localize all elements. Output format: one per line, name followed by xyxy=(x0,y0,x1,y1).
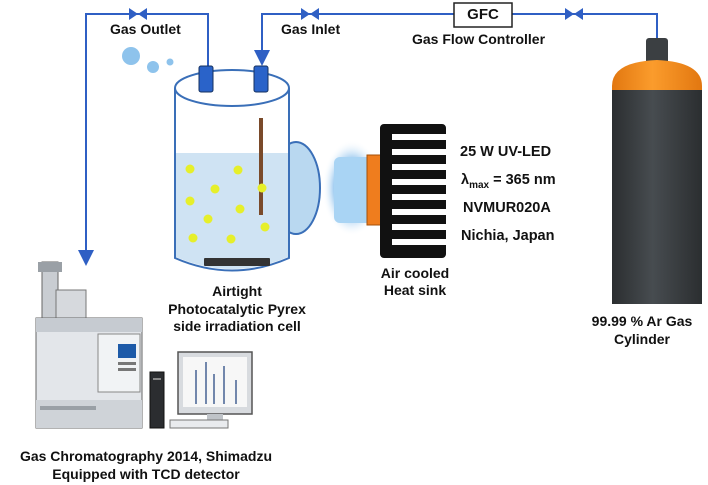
led-model-label: NVMUR020A xyxy=(463,200,551,216)
gas-outlet-port[interactable] xyxy=(198,65,214,93)
bubbles-icon xyxy=(122,47,174,73)
uv-led-icon xyxy=(322,140,382,236)
lambda-value: = 365 nm xyxy=(489,172,556,188)
gas-inlet-port[interactable] xyxy=(253,65,269,93)
led-wavelength-label: λmax = 365 nm xyxy=(461,172,556,194)
cell-label-line1: Airtight xyxy=(212,283,262,299)
reactor-cell xyxy=(174,65,321,272)
photocatalyst-particles xyxy=(185,164,270,244)
gas-flow-controller-label: Gas Flow Controller xyxy=(412,31,546,47)
cell-label-line2: Photocatalytic Pyrex xyxy=(168,301,306,317)
gc-label-line2: Equipped with TCD detector xyxy=(52,466,240,482)
heat-sink-icon xyxy=(380,124,448,258)
inlet-tube xyxy=(512,13,658,38)
lambda-subscript: max xyxy=(469,179,490,191)
gas-outlet-label: Gas Outlet xyxy=(110,21,181,37)
led-power-label: 25 W UV-LED xyxy=(460,144,552,160)
gas-inlet-label: Gas Inlet xyxy=(281,21,341,37)
led-maker-label: Nichia, Japan xyxy=(461,228,555,244)
gfc-label: GFC xyxy=(467,6,499,23)
stir-bar xyxy=(204,258,270,266)
gas-chromatograph-icon xyxy=(35,261,165,429)
lambda-symbol: λ xyxy=(461,172,470,188)
gc-label-line1: Gas Chromatography 2014, Shimadzu xyxy=(19,448,273,464)
valve-icon[interactable] xyxy=(565,8,583,20)
gfc-box[interactable] xyxy=(453,2,513,28)
inlet-tube-2 xyxy=(254,13,454,66)
led-chip xyxy=(366,154,382,226)
valve-icon[interactable] xyxy=(301,8,319,20)
gas-cylinder-icon xyxy=(612,38,702,304)
cell-label-line3: side irradiation cell xyxy=(173,318,301,334)
heat-sink-label-line1: Air cooled xyxy=(380,265,450,281)
heat-sink-label-line2: Heat sink xyxy=(383,282,447,298)
cylinder-label-line1: 99.99 % Ar Gas xyxy=(591,313,693,329)
computer-monitor-icon xyxy=(169,351,253,429)
cylinder-label-line2: Cylinder xyxy=(613,331,670,347)
valve-icon[interactable] xyxy=(129,8,147,20)
dip-tube xyxy=(259,118,263,215)
